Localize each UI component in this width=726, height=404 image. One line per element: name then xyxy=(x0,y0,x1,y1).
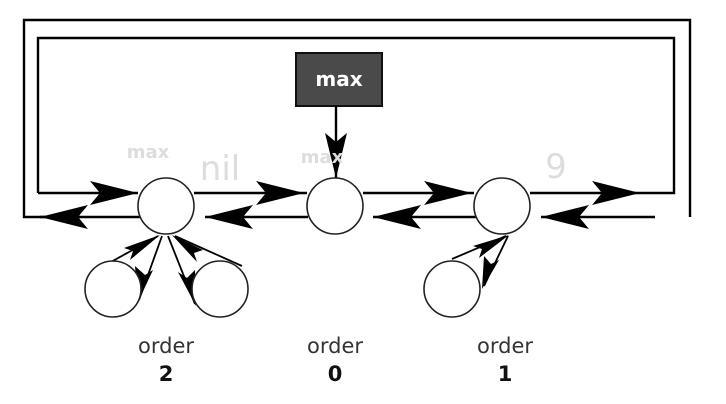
order-value: 1 xyxy=(498,362,513,386)
prev-links xyxy=(40,205,655,229)
order-labels: order 2 order 0 order 1 xyxy=(138,334,533,386)
max-pointer: max xyxy=(295,52,383,178)
node-key-label: 9 xyxy=(545,147,567,187)
max-pointer-box xyxy=(295,52,383,107)
child-links-order-1 xyxy=(451,235,509,289)
arrowhead xyxy=(373,205,421,229)
order-label: order xyxy=(477,334,533,358)
order-label: order xyxy=(138,334,194,358)
root-node xyxy=(473,177,531,235)
next-links xyxy=(38,181,645,205)
arrowhead xyxy=(40,205,88,229)
order-label: order xyxy=(307,334,363,358)
arrowhead xyxy=(124,235,160,260)
arrowhead xyxy=(325,133,347,178)
child-node xyxy=(84,260,142,318)
child-node xyxy=(191,260,249,318)
arrowhead xyxy=(541,205,589,229)
child-node xyxy=(423,260,481,318)
faded-labels: max nil max 9 xyxy=(127,142,567,189)
root-node xyxy=(306,177,364,235)
faded-max-label: max xyxy=(301,147,344,168)
arrowhead xyxy=(592,181,640,205)
arrowhead xyxy=(256,181,304,205)
inner-loop-line xyxy=(36,36,676,195)
arrowhead xyxy=(482,256,499,289)
arrowhead xyxy=(178,270,196,306)
arrowhead xyxy=(172,235,203,262)
order-value: 0 xyxy=(328,362,343,386)
arrowhead xyxy=(90,181,138,205)
max-pointer-label: max xyxy=(315,67,362,91)
root-node xyxy=(137,177,195,235)
arrowhead xyxy=(424,181,472,205)
arrowhead xyxy=(473,235,509,258)
arrowhead xyxy=(205,205,253,229)
node-key-label: nil xyxy=(200,149,240,189)
root-nodes xyxy=(137,177,531,235)
order-value: 2 xyxy=(159,362,174,386)
child-nodes xyxy=(84,260,481,318)
child-link xyxy=(174,235,243,267)
faded-max-label: max xyxy=(127,142,170,163)
